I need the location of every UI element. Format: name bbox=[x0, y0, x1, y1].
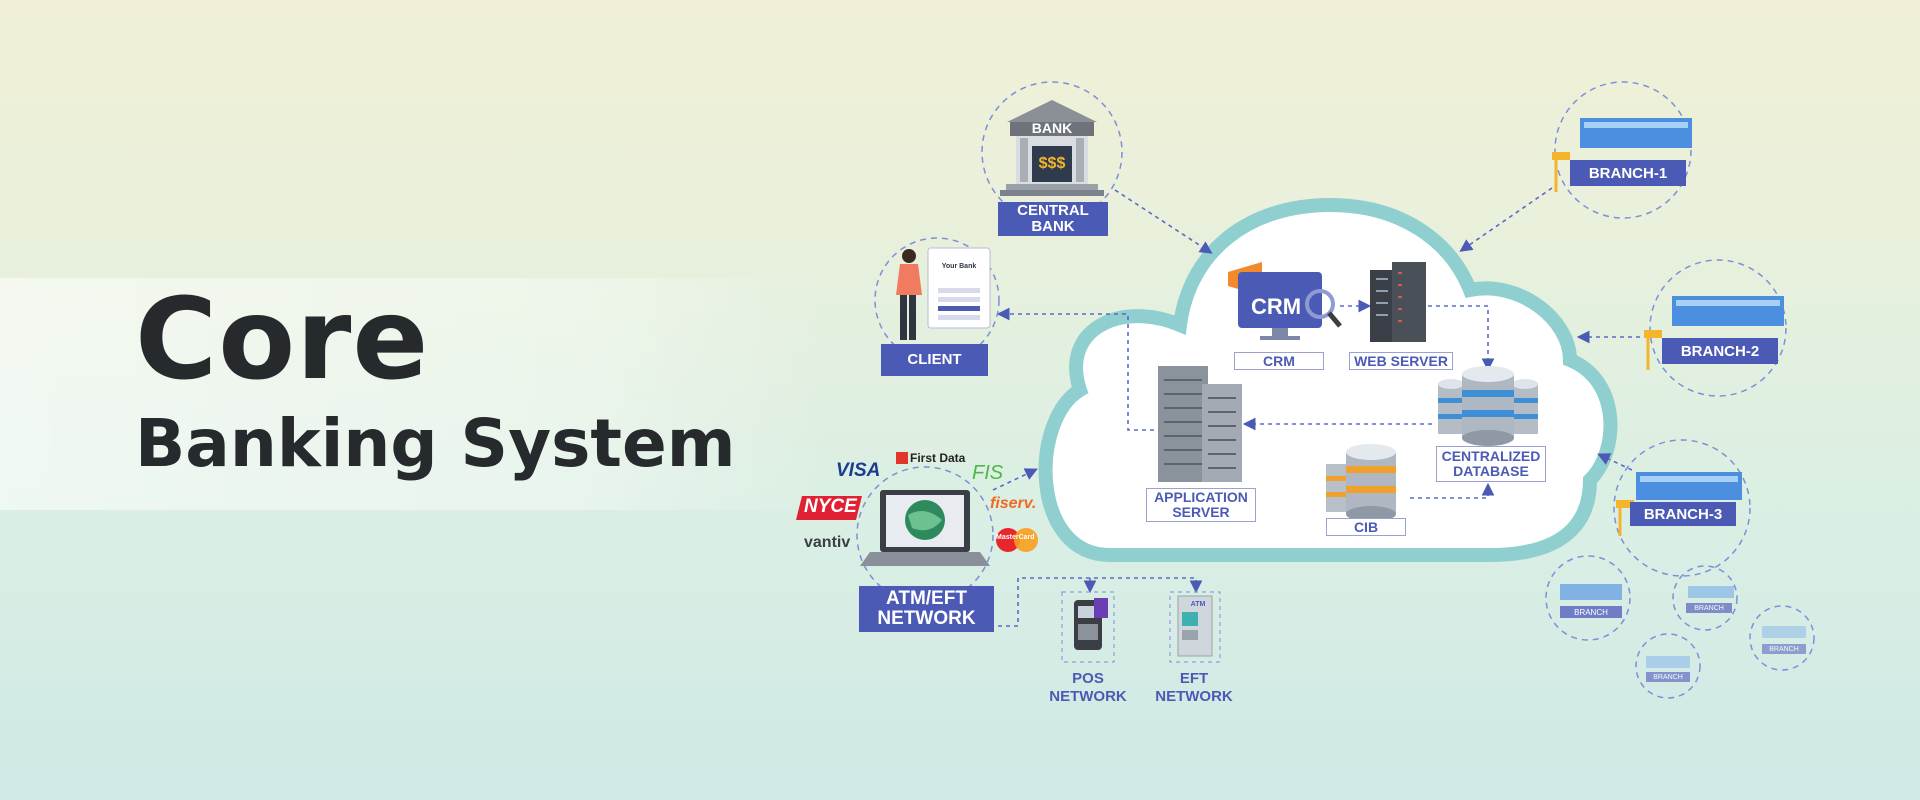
page-subtitle: Banking System bbox=[135, 405, 736, 482]
small-branch-icons bbox=[1560, 584, 1806, 668]
branch-3-icon bbox=[1616, 472, 1742, 536]
small-branch-label-2: BRANCH bbox=[1686, 603, 1732, 613]
nyce-logo-shape bbox=[796, 496, 862, 520]
branch-3-label: BRANCH-3 bbox=[1630, 502, 1736, 526]
database-icon bbox=[1438, 366, 1538, 446]
edge-branch1-cloud bbox=[1459, 187, 1553, 252]
vantiv-logo: vantiv bbox=[804, 534, 851, 551]
atm-machine-icon bbox=[1177, 595, 1213, 657]
edge-branch3-cloud bbox=[1597, 453, 1633, 471]
nyce-logo: NYCE bbox=[804, 496, 857, 517]
fis-logo: FIS bbox=[972, 462, 1004, 484]
bank-building-icon bbox=[1000, 100, 1104, 196]
branch-1-icon bbox=[1552, 118, 1692, 192]
client-person-icon bbox=[896, 247, 991, 340]
small-branch-label-4: BRANCH bbox=[1646, 672, 1690, 682]
central-bank-label: CENTRAL BANK bbox=[998, 202, 1108, 236]
bank-sign: BANK bbox=[1032, 120, 1072, 136]
page-title: Core bbox=[135, 275, 430, 405]
fiserv-logo: fiserv. bbox=[990, 495, 1037, 512]
node-circles bbox=[856, 81, 1815, 699]
small-branch-label-3: BRANCH bbox=[1762, 644, 1806, 654]
connectors bbox=[992, 187, 1648, 627]
crm-monitor-icon bbox=[1228, 262, 1342, 340]
edge-centralbank-cloud bbox=[1114, 189, 1213, 254]
branch-2-label: BRANCH-2 bbox=[1662, 338, 1778, 364]
edge-atm-eft bbox=[998, 577, 1203, 627]
firstdata-logo-mark bbox=[896, 452, 908, 464]
branch-1-label: BRANCH-1 bbox=[1570, 160, 1686, 186]
visa-logo: VISA bbox=[836, 460, 881, 481]
crm-screen-text: CRM bbox=[1251, 294, 1301, 319]
pos-network-label: POS NETWORK bbox=[1049, 670, 1127, 705]
firstdata-logo: First Data bbox=[910, 451, 966, 465]
web-server-label: WEB SERVER bbox=[1349, 352, 1453, 370]
mastercard-logo-text: MasterCard bbox=[996, 534, 1035, 541]
branch-2-icon bbox=[1644, 296, 1784, 370]
atm-eft-network-label: ATM/EFT NETWORK bbox=[859, 586, 994, 632]
cib-label: CIB bbox=[1326, 518, 1406, 536]
edge-appserver-client bbox=[996, 307, 1154, 431]
application-server-icon bbox=[1158, 366, 1242, 482]
laptop-globe-icon bbox=[860, 490, 990, 566]
eft-network-label: EFT NETWORK bbox=[1155, 670, 1233, 705]
centralized-database-label: CENTRALIZED DATABASE bbox=[1436, 446, 1546, 482]
pos-terminal-icon bbox=[1074, 598, 1108, 650]
client-label: CLIENT bbox=[881, 344, 988, 376]
atm-sign: ATM bbox=[1191, 601, 1206, 608]
small-branch-label-1: BRANCH bbox=[1560, 606, 1622, 618]
web-server-icon bbox=[1370, 262, 1426, 342]
title-band bbox=[0, 278, 830, 510]
crm-label: CRM bbox=[1234, 352, 1324, 370]
mastercard-logo bbox=[996, 528, 1038, 552]
bank-money: $$$ bbox=[1039, 155, 1066, 172]
edge-cib-db bbox=[1410, 482, 1495, 499]
client-card-title: Your Bank bbox=[942, 263, 977, 270]
application-server-label: APPLICATION SERVER bbox=[1146, 488, 1256, 522]
edge-webserver-db bbox=[1428, 305, 1495, 372]
